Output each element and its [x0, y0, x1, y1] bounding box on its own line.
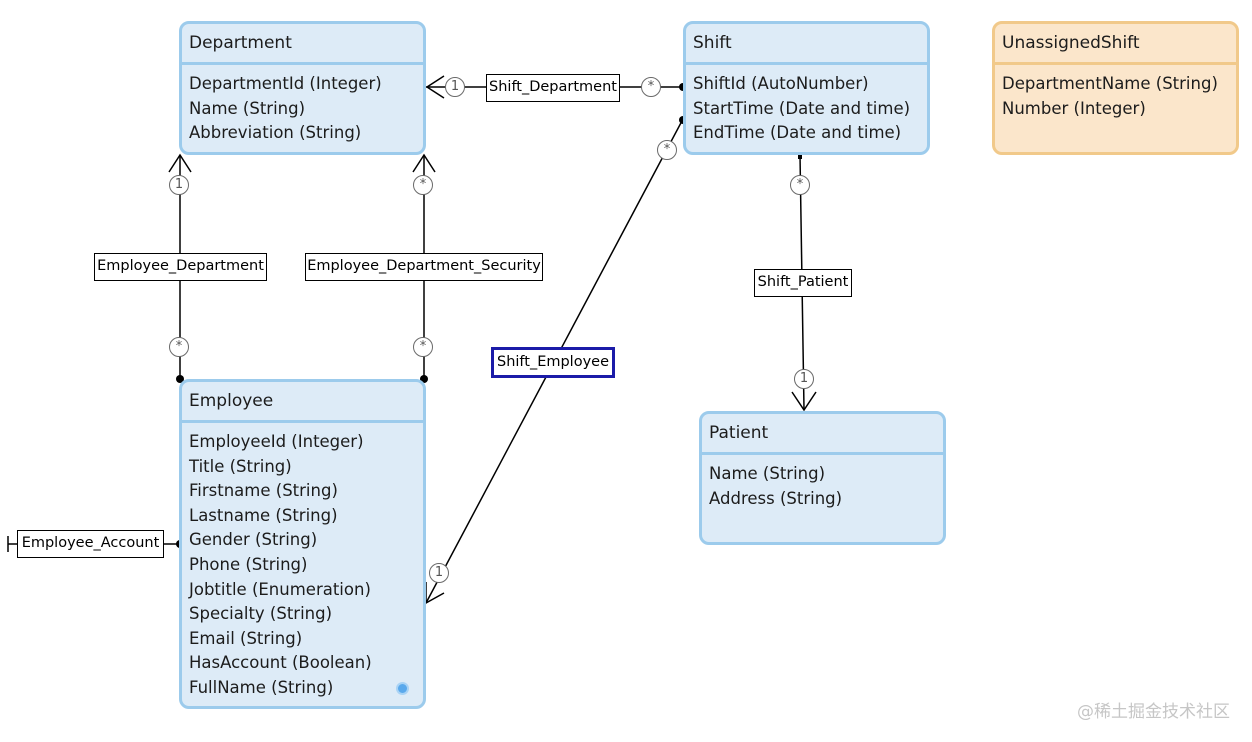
watermark: @稀土掘金技术社区: [1077, 702, 1230, 722]
shift-patient-end-mark: [798, 154, 802, 159]
multiplicity-shift-employee-shift-end: *: [657, 140, 677, 160]
attribute[interactable]: DepartmentName (String): [1002, 74, 1218, 93]
attribute[interactable]: HasAccount (Boolean): [189, 653, 372, 673]
employee-department-security-arrow: [412, 153, 436, 173]
attribute[interactable]: Name (String): [709, 464, 826, 483]
shift-employee-arrow: [425, 582, 445, 605]
entity-patient[interactable]: Patient Name (String) Address (String): [699, 411, 946, 545]
more-attributes-icon[interactable]: [396, 682, 409, 695]
attribute[interactable]: Address (String): [709, 488, 843, 508]
attribute[interactable]: Firstname (String): [189, 481, 338, 501]
attribute[interactable]: DepartmentId (Integer): [189, 74, 382, 93]
attribute[interactable]: ShiftId (AutoNumber): [693, 74, 869, 93]
association-label-employee-account[interactable]: Employee_Account: [17, 530, 164, 558]
association-label-shift-patient[interactable]: Shift_Patient: [754, 269, 852, 297]
entity-title: Patient: [702, 414, 943, 455]
entity-title: Department: [182, 24, 423, 65]
shift-department-arrow: [425, 75, 445, 99]
attribute[interactable]: Phone (String): [189, 554, 308, 574]
entity-employee[interactable]: Employee EmployeeId (Integer) Title (Str…: [179, 379, 426, 709]
multiplicity-shift-department-department-end: 1: [445, 77, 465, 97]
employee-department-arrow: [168, 153, 192, 173]
entity-title: Employee: [182, 382, 423, 423]
attribute[interactable]: Abbreviation (String): [189, 123, 362, 143]
attribute-list: Name (String) Address (String): [702, 455, 943, 511]
attribute[interactable]: Number (Integer): [1002, 98, 1146, 118]
multiplicity-shift-patient-shift-end: *: [790, 175, 810, 195]
attribute[interactable]: Jobtitle (Enumeration): [189, 579, 371, 599]
association-label-shift-employee[interactable]: Shift_Employee: [491, 347, 615, 378]
shift-patient-arrow: [791, 391, 817, 412]
attribute[interactable]: Email (String): [189, 628, 303, 648]
multiplicity-employee-department-department-end: 1: [169, 175, 189, 195]
attribute[interactable]: FullName (String): [189, 677, 334, 697]
multiplicity-shift-department-shift-end: *: [641, 77, 661, 97]
multiplicity-employee-department-employee-end: *: [169, 337, 189, 357]
attribute-list: ShiftId (AutoNumber) StartTime (Date and…: [686, 65, 927, 146]
attribute-list: DepartmentId (Integer) Name (String) Abb…: [182, 65, 423, 146]
attribute[interactable]: Gender (String): [189, 530, 318, 550]
association-label-shift-department[interactable]: Shift_Department: [486, 74, 620, 102]
attribute[interactable]: Title (String): [189, 456, 292, 476]
multiplicity-employee-department-security-department-end: *: [413, 175, 433, 195]
association-label-employee-department[interactable]: Employee_Department: [94, 253, 267, 281]
entity-shift[interactable]: Shift ShiftId (AutoNumber) StartTime (Da…: [683, 21, 930, 155]
entity-title: UnassignedShift: [995, 24, 1236, 65]
attribute[interactable]: EndTime (Date and time): [693, 123, 902, 143]
multiplicity-shift-patient-patient-end: 1: [794, 369, 814, 389]
attribute[interactable]: Name (String): [189, 98, 306, 118]
multiplicity-shift-employee-employee-end: 1: [429, 563, 449, 583]
entity-title: Shift: [686, 24, 927, 65]
attribute[interactable]: EmployeeId (Integer): [189, 432, 364, 451]
entity-department[interactable]: Department DepartmentId (Integer) Name (…: [179, 21, 426, 155]
attribute-list: DepartmentName (String) Number (Integer): [995, 65, 1236, 121]
attribute-list: EmployeeId (Integer) Title (String) Firs…: [182, 423, 423, 701]
association-label-employee-department-security[interactable]: Employee_Department_Security: [305, 253, 543, 281]
multiplicity-employee-department-security-employee-end: *: [413, 337, 433, 357]
entity-unassigned-shift[interactable]: UnassignedShift DepartmentName (String) …: [992, 21, 1239, 155]
attribute[interactable]: StartTime (Date and time): [693, 98, 911, 118]
attribute[interactable]: Lastname (String): [189, 505, 338, 525]
attribute[interactable]: Specialty (String): [189, 604, 333, 624]
